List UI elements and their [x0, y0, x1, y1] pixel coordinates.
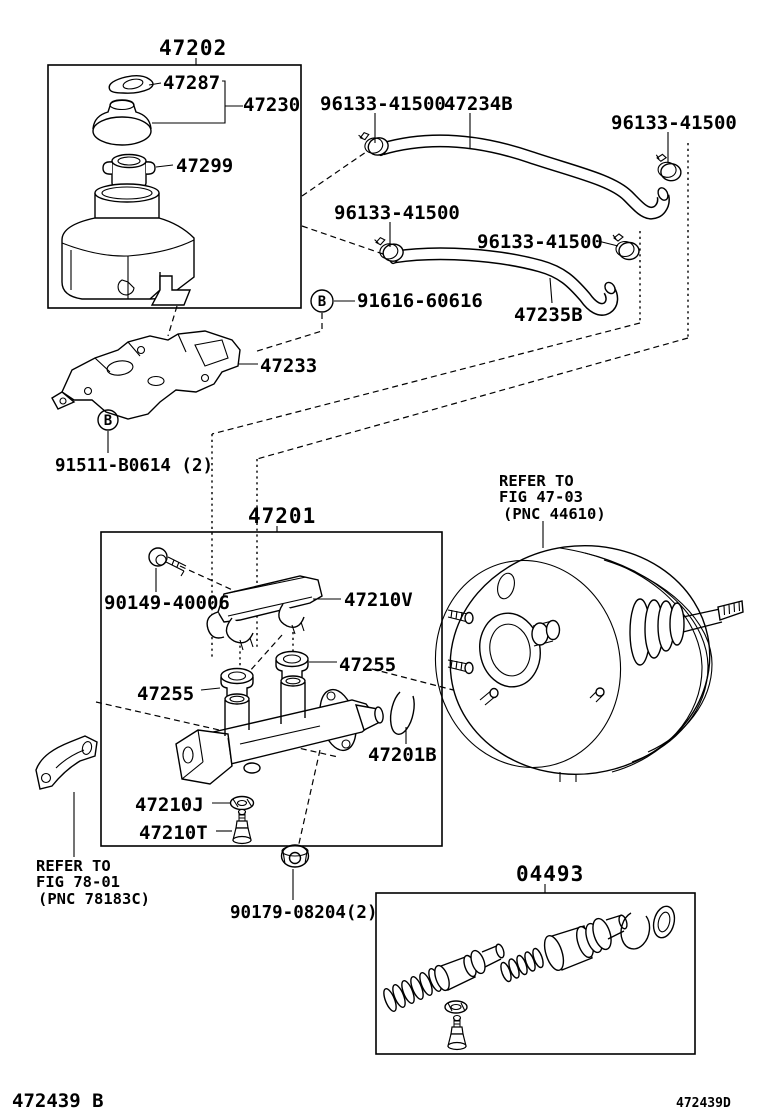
label-refer-bracket-3: (PNC 78183C): [38, 890, 150, 908]
label-union-bolt: 91616-60616: [357, 290, 483, 312]
marker-b-union-bolt: B: [310, 289, 334, 313]
repair-kit-contents-drawing: [383, 905, 676, 1014]
dashed-connector-lines: [95, 143, 689, 849]
label-refer-bracket-2: FIG 78-01: [36, 873, 120, 891]
label-refer-booster-3: (PNC 44610): [503, 505, 606, 523]
label-cap-gasket: 47287: [163, 72, 220, 94]
label-repair-kit: 04493: [516, 862, 584, 886]
repair-kit-box: [375, 892, 696, 1055]
footer-drawing-number-left: 472439 B: [12, 1090, 104, 1112]
label-reservoir-bracket: 47233: [260, 355, 317, 377]
label-clamp-screw: 90149-40006: [104, 592, 230, 614]
label-upper-hose: 47234B: [444, 93, 513, 115]
reservoir-cap-drawing: [92, 99, 152, 146]
label-mounting-nut: 90179-08204(2): [230, 903, 378, 923]
hose-clamp-4-drawing: [612, 233, 640, 261]
label-grommet-left: 47255: [137, 683, 194, 705]
marker-b-label-1: B: [318, 294, 326, 310]
mounting-nut-drawing: [280, 844, 310, 868]
reservoir-bracket-drawing: [51, 330, 241, 420]
label-reservoir-cap: 47230: [243, 94, 300, 116]
label-bleeder-plug: 47210T: [139, 822, 208, 844]
clamp-screw-drawing: [148, 547, 187, 577]
brake-booster-drawing: [434, 544, 744, 782]
label-hose-clamp-1: 96133-41500: [320, 93, 446, 115]
master-cylinder-drawing: [175, 675, 384, 785]
marker-b-bracket-screw: B: [97, 409, 119, 431]
master-cylinder-box: [100, 531, 443, 847]
label-refer-bracket-1: REFER TO: [36, 857, 111, 875]
label-tube-clamp: 47210V: [344, 589, 413, 611]
label-reservoir-strainer: 47299: [176, 155, 233, 177]
bleeder-plug-drawing: [232, 808, 252, 845]
label-refer-booster-2: FIG 47-03: [499, 488, 583, 506]
reservoir-tank-drawing: [61, 183, 195, 306]
cap-gasket-drawing: [108, 75, 154, 94]
tube-clamp-drawing: [206, 575, 323, 651]
label-refer-booster-1: REFER TO: [499, 472, 574, 490]
label-washer: 47210J: [135, 794, 204, 816]
label-grommet-right: 47255: [339, 654, 396, 676]
footer-drawing-number-right: 472439D: [676, 1096, 731, 1111]
kit-bleeder-drawing: [447, 1014, 467, 1051]
o-ring-drawing: [389, 691, 415, 735]
label-o-ring: 47201B: [368, 744, 437, 766]
label-lower-hose: 47235B: [514, 304, 583, 326]
pedal-bracket-drawing: [35, 735, 98, 790]
reservoir-assembly-box: [47, 64, 302, 309]
marker-b-label-2: B: [104, 413, 112, 429]
label-hose-clamp-2: 96133-41500: [611, 112, 737, 134]
label-bracket-screw: 91511-B0614 (2): [55, 456, 213, 476]
reservoir-strainer-drawing: [102, 153, 156, 190]
washer-drawing: [229, 795, 255, 811]
leader-lines: [73, 58, 669, 900]
label-reservoir-assembly: 47202: [159, 36, 227, 60]
label-hose-clamp-4: 96133-41500: [477, 231, 603, 253]
label-master-cylinder-assembly: 47201: [248, 504, 316, 528]
label-hose-clamp-3: 96133-41500: [334, 202, 460, 224]
